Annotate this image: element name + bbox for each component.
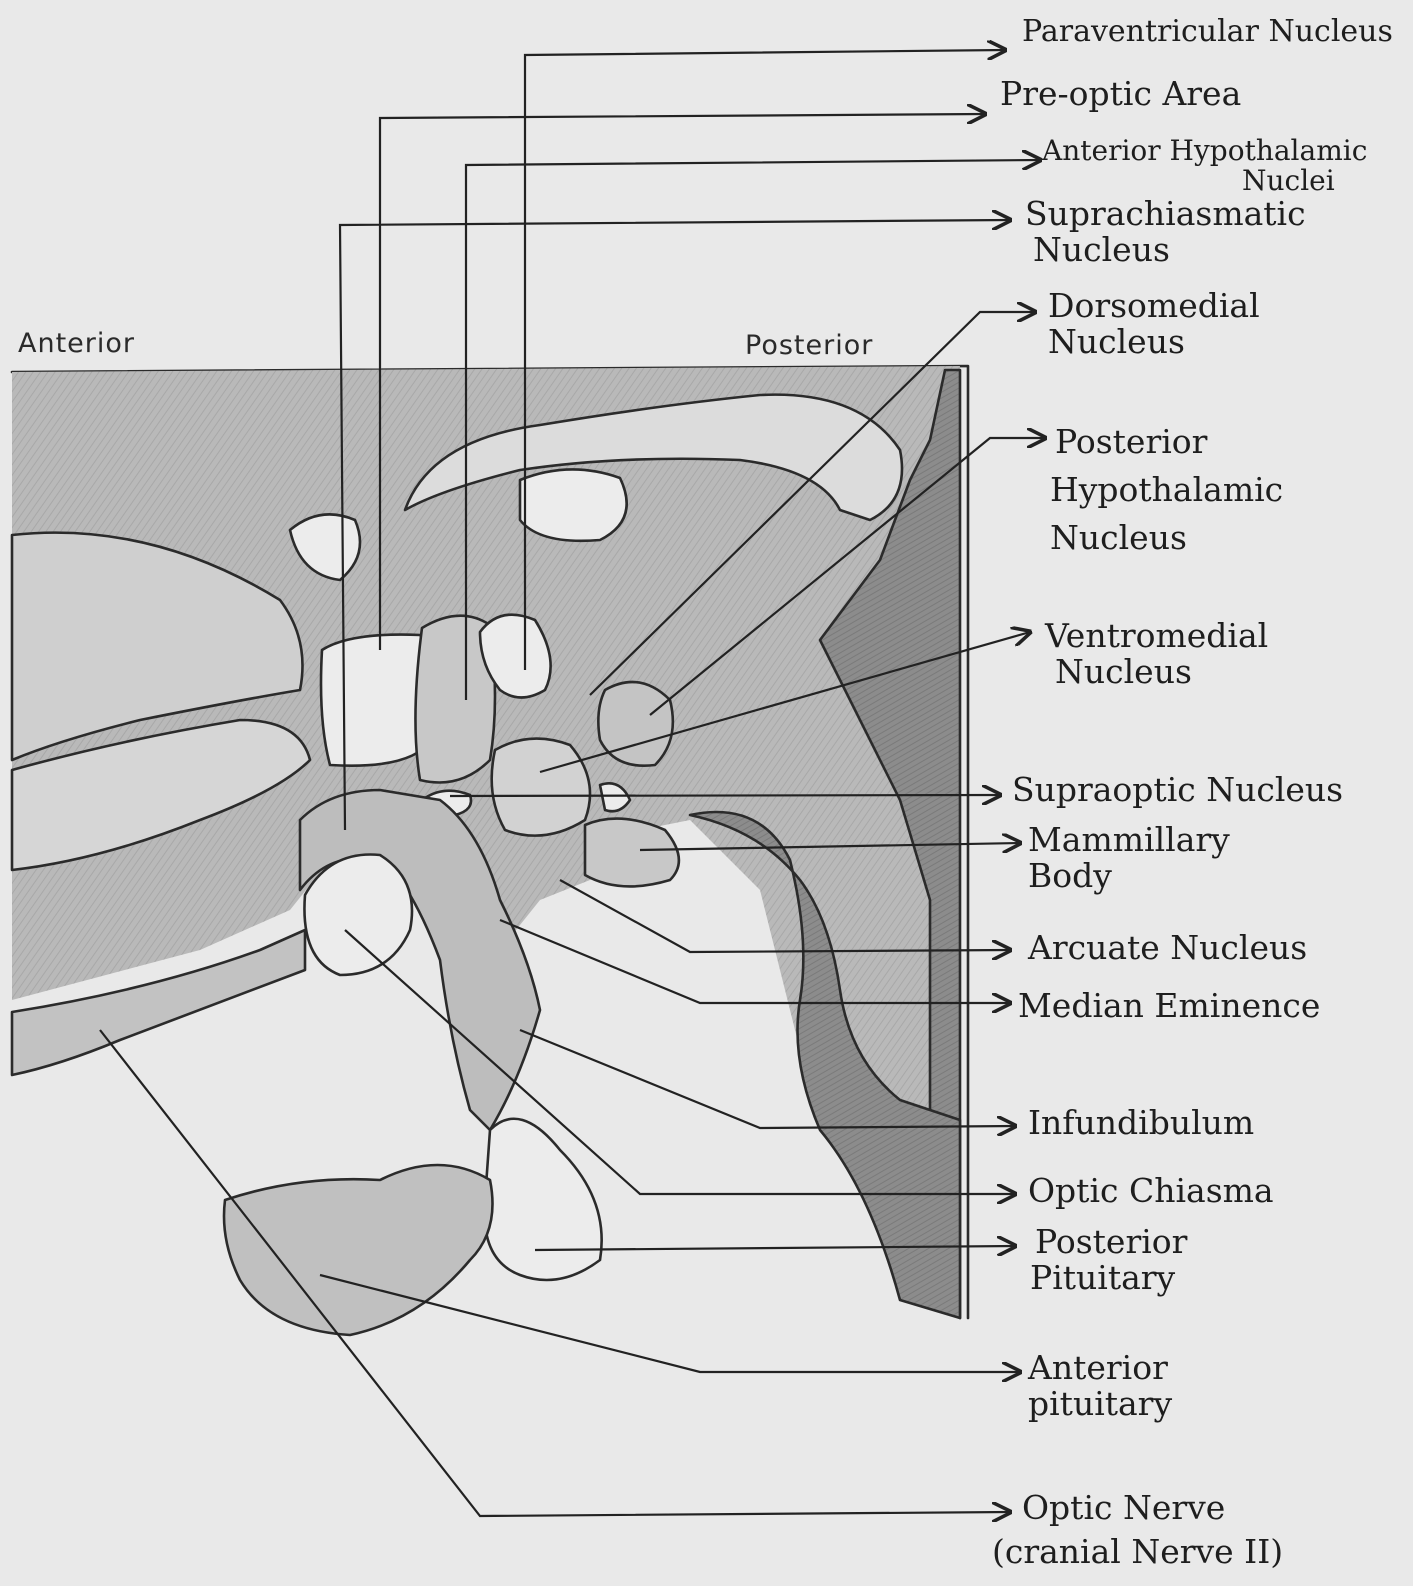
label-ventromedial-line-1: Ventromedial (1045, 618, 1268, 654)
label-arcuate-line-1: Arcuate Nucleus (1028, 930, 1307, 966)
label-anterior-pituitary-line-2: pituitary (1028, 1386, 1172, 1422)
label-posterior-hypothalamic-line-1: Posterior (1055, 418, 1283, 466)
label-suprachiasmatic-line-2: Nucleus (1025, 232, 1306, 268)
label-median-eminence-line-1: Median Eminence (1018, 988, 1320, 1024)
label-anterior-pituitary-line-1: Anterior (1028, 1350, 1172, 1386)
label-paraventricular-line-1: Paraventricular Nucleus (1022, 16, 1393, 48)
label-preoptic-line-1: Pre-optic Area (1000, 76, 1241, 112)
label-posterior-hypothalamic-line-3: Nucleus (1050, 514, 1283, 562)
label-mammillary-line-1: Mammillary (1028, 822, 1230, 858)
label-optic-chiasma: Optic Chiasma (1028, 1173, 1274, 1209)
label-optic-nerve-line-2: (cranial Nerve II) (992, 1534, 1283, 1570)
ventromedial-shape (492, 739, 590, 836)
interventricular-oval (520, 469, 627, 540)
label-ventromedial-line-2: Nucleus (1045, 654, 1268, 690)
label-posterior-pituitary-line-1: Posterior (1035, 1224, 1187, 1260)
posterior-orientation-label: Posterior (745, 330, 873, 361)
label-optic-nerve-line-1: Optic Nerve (1022, 1490, 1283, 1526)
label-infundibulum: Infundibulum (1028, 1105, 1254, 1141)
label-mammillary-line-2: Body (1028, 858, 1230, 894)
mammillary-shape (585, 819, 679, 887)
label-dorsomedial: Dorsomedial Nucleus (1048, 288, 1260, 359)
label-posterior-pituitary-line-2: Pituitary (1030, 1260, 1187, 1296)
label-posterior-hypothalamic: Posterior Hypothalamic Nucleus (1055, 418, 1283, 562)
label-ventromedial: Ventromedial Nucleus (1045, 618, 1268, 689)
label-optic-chiasma-line-1: Optic Chiasma (1028, 1173, 1274, 1209)
label-mammillary: Mammillary Body (1028, 822, 1230, 893)
label-posterior-hypothalamic-line-2: Hypothalamic (1050, 466, 1283, 514)
label-median-eminence: Median Eminence (1018, 988, 1320, 1024)
label-anterior-hypothalamic-line-1: Anterior Hypothalamic (1042, 136, 1367, 166)
label-dorsomedial-line-1: Dorsomedial (1048, 288, 1260, 324)
label-suprachiasmatic-line-1: Suprachiasmatic (1025, 196, 1306, 232)
label-anterior-hypothalamic: Anterior Hypothalamic Nuclei (1042, 136, 1367, 196)
label-arcuate: Arcuate Nucleus (1028, 930, 1307, 966)
label-anterior-pituitary: Anterior pituitary (1028, 1350, 1172, 1421)
leader-supraoptic (450, 795, 1000, 796)
label-posterior-pituitary: Posterior Pituitary (1035, 1224, 1187, 1295)
drawing (12, 366, 968, 1335)
optic-chiasma-shape (304, 855, 412, 976)
label-infundibulum-line-1: Infundibulum (1028, 1105, 1254, 1141)
label-optic-nerve: Optic Nerve (cranial Nerve II) (1022, 1490, 1283, 1569)
label-suprachiasmatic: Suprachiasmatic Nucleus (1025, 196, 1306, 267)
label-supraoptic: Supraoptic Nucleus (1012, 772, 1343, 808)
label-supraoptic-line-1: Supraoptic Nucleus (1012, 772, 1343, 808)
label-paraventricular: Paraventricular Nucleus (1022, 16, 1393, 48)
label-preoptic: Pre-optic Area (1000, 76, 1241, 112)
label-anterior-hypothalamic-line-2: Nuclei (1042, 166, 1367, 196)
anterior-orientation-label: Anterior (18, 328, 135, 359)
label-dorsomedial-line-2: Nucleus (1048, 324, 1260, 360)
